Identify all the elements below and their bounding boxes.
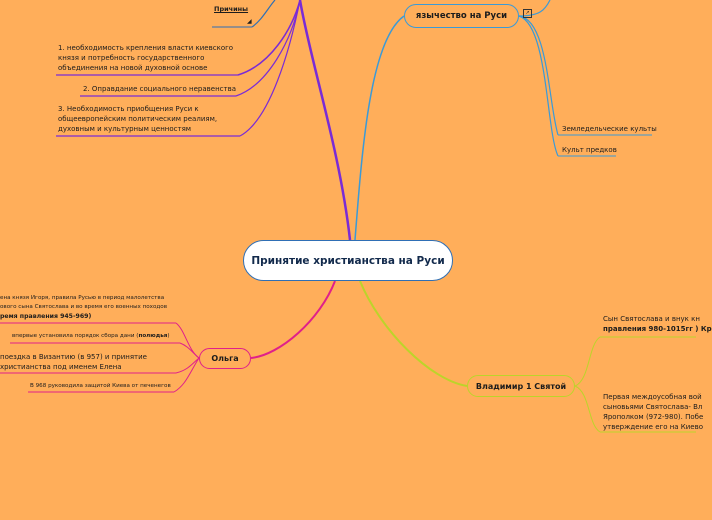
reasons-node[interactable]: Причины [214,5,249,13]
connector-central-paganism [354,15,405,241]
central-topic-title: Принятие христианства на Руси [251,254,445,267]
paganism-title: язычество на Руси [415,11,508,21]
reason-1-line-3: объединения на новой духовной основе [58,64,208,72]
olga-poludye-end: ) [167,333,170,339]
reason-3-line-1: 3. Необходимость приобщения Руси к [58,105,199,113]
vladimir-feud-line-2: сыновьями Святослава- Вл [603,403,703,411]
reason-1-line-2: князя и потребность государственного [58,54,205,62]
olga-byzantium-line-1: поездка в Византию (в 957) и принятие [0,353,147,361]
mind-map-canvas: Принятие христианства на Руси язычество … [0,0,712,433]
vladimir-node[interactable]: Владимир 1 Святой [467,375,575,397]
connector-central-vladimir [359,280,468,387]
olga-poludye-text: впервые установила порядок сбора дани ( [12,333,139,339]
vladimir-feud-line-3: Ярополком (972-980). Побе [603,413,704,421]
external-link-icon[interactable]: ↗ [523,9,532,18]
paganism-node[interactable]: язычество на Руси [404,4,519,28]
vladimir-feud-line-4: утверждение его на Киево [603,423,704,431]
central-topic-node[interactable]: Принятие христианства на Руси [243,240,453,281]
paganism-item-agrarian-cults[interactable]: Земледельческие культы [562,125,657,133]
vladimir-son-line-1: Сын Святослава и внук кн [603,315,700,323]
reason-3-line-2: общеевропейским политическим реалиям, [58,115,218,123]
reason-1-line-1: 1. необходимость крепления власти киевск… [58,44,234,52]
olga-poludye-bold: полюдья [138,333,168,339]
olga-bio-line-2: ового сына Святослава и во время его вое… [0,304,167,310]
olga-bio-line-3: ремя правления 945-969) [0,313,92,320]
connector-lines [0,0,696,433]
reason-2: 2. Оправдание социального неравенства [83,85,236,93]
vladimir-son-line-2: правления 980-1015гг ) Кр [603,325,712,333]
olga-title: Ольга [211,354,239,363]
reason-3-line-3: духовным и культурным ценностям [58,125,192,133]
vladimir-feud-line-1: Первая междоусобная вой [603,393,702,401]
olga-bio-line-1: ена князя Игоря, правила Русью в период … [0,295,165,301]
connector-central-olga [250,280,336,359]
vladimir-title: Владимир 1 Святой [475,381,567,391]
connector-central-reasons [298,0,352,241]
olga-defense: В 968 руководила защитой Киева от печене… [30,383,171,389]
olga-node[interactable]: Ольга [199,348,251,369]
collapse-caret-icon[interactable]: ◢ [247,18,252,25]
olga-poludye: впервые установила порядок сбора дани (п… [12,332,170,341]
olga-byzantium-line-2: христианства под именем Елена [0,363,122,371]
paganism-item-ancestor-cult[interactable]: Культ предков [562,146,617,154]
